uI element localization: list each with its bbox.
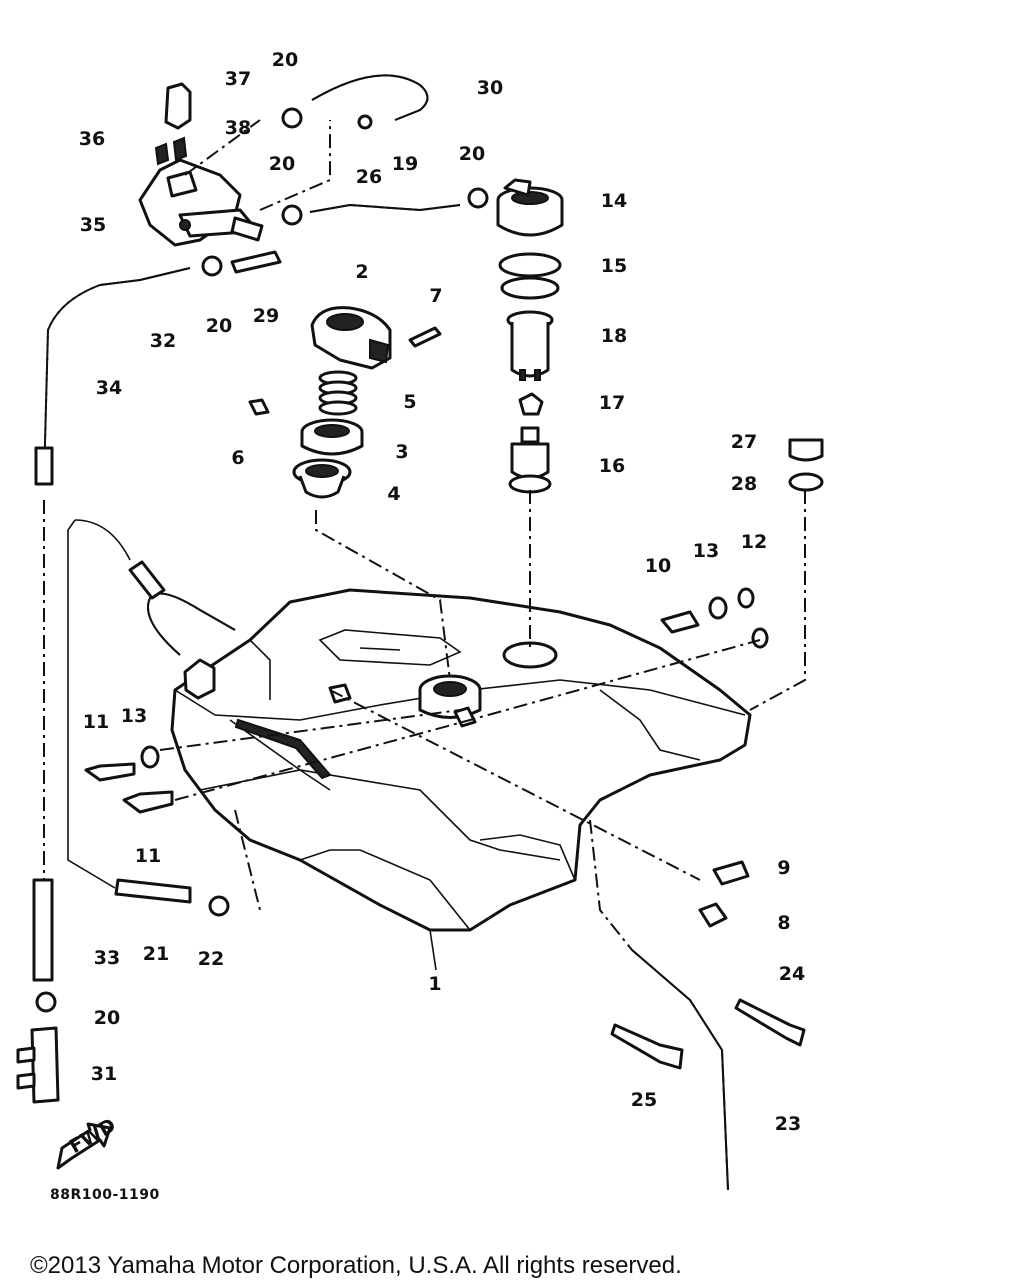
- callout-c23: 23: [775, 1113, 801, 1135]
- spring-5: [318, 370, 358, 416]
- callout-c34: 34: [96, 377, 122, 399]
- callout-c33: 33: [94, 947, 120, 969]
- callout-c20a: 20: [272, 49, 298, 71]
- hose-clamps: [35, 107, 489, 1013]
- callout-c21: 21: [143, 943, 169, 965]
- callout-c17: 17: [599, 392, 625, 414]
- callout-c19: 19: [392, 153, 418, 175]
- callout-c5: 5: [403, 391, 416, 413]
- callout-c24: 24: [779, 963, 805, 985]
- callout-c20e: 20: [94, 1007, 120, 1029]
- callout-c37: 37: [225, 68, 251, 90]
- fwd-label: FWD: [66, 1114, 120, 1158]
- callout-c8: 8: [777, 912, 790, 934]
- callout-c11a: 11: [83, 711, 109, 733]
- callout-c11b: 11: [135, 845, 161, 867]
- callout-c14: 14: [601, 190, 627, 212]
- callout-c13a: 13: [693, 540, 719, 562]
- callout-c26: 26: [356, 166, 382, 188]
- callout-c20c: 20: [459, 143, 485, 165]
- callout-c30: 30: [477, 77, 503, 99]
- leader-lines: [43, 119, 806, 971]
- callout-c31: 31: [91, 1063, 117, 1085]
- callout-c10: 10: [645, 555, 671, 577]
- fuel-gauge-assembly: [496, 178, 564, 494]
- callout-c35: 35: [80, 214, 106, 236]
- copyright-notice: ©2013 Yamaha Motor Corporation, U.S.A. A…: [30, 1252, 682, 1279]
- callout-c22: 22: [198, 948, 224, 970]
- callout-c27: 27: [731, 431, 757, 453]
- callout-c32: 32: [150, 330, 176, 352]
- callout-c9: 9: [777, 857, 790, 879]
- callout-c3: 3: [395, 441, 408, 463]
- callout-c16: 16: [599, 455, 625, 477]
- fuel-tank-exploded-diagram: FWD 123456789101111121313141516171819202…: [16, 49, 824, 1191]
- hoses: [16, 74, 729, 1191]
- forward-arrow-icon: FWD: [56, 1114, 120, 1170]
- callout-c4: 4: [387, 483, 400, 505]
- fuel-tank: [170, 588, 752, 932]
- callout-c13b: 13: [121, 705, 147, 727]
- callout-c1: 1: [428, 973, 441, 995]
- callout-c15: 15: [601, 255, 627, 277]
- drawing-code: 88R100-1190: [50, 1187, 160, 1203]
- callout-c29: 29: [253, 305, 279, 327]
- callout-c28: 28: [731, 473, 757, 495]
- callout-c25: 25: [631, 1089, 657, 1111]
- mounting-hardware: [84, 438, 824, 1070]
- callout-c12: 12: [741, 531, 767, 553]
- callout-c38: 38: [225, 117, 251, 139]
- fuel-cap-assembly: [248, 306, 442, 499]
- callout-c18: 18: [601, 325, 627, 347]
- callout-c20d: 20: [206, 315, 232, 337]
- fuel-cock-assembly: [138, 82, 264, 247]
- callout-c20b: 20: [269, 153, 295, 175]
- callout-c7: 7: [429, 285, 442, 307]
- callout-c36: 36: [79, 128, 105, 150]
- callout-c2: 2: [355, 261, 368, 283]
- callout-c6: 6: [231, 447, 244, 469]
